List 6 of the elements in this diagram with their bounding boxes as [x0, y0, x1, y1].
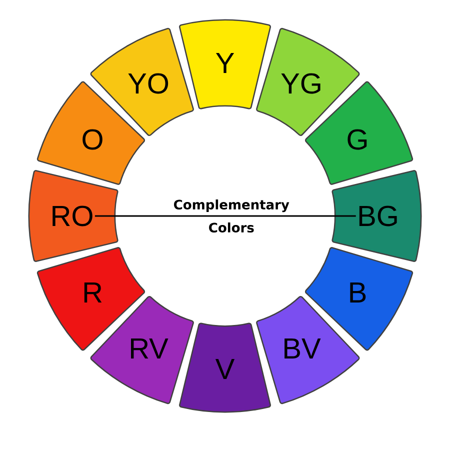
color-segment: BG [332, 170, 422, 262]
color-segment: RO [28, 170, 118, 262]
color-segment: V [179, 322, 271, 413]
edge-label: Complementary Colors [174, 199, 290, 233]
connector-line [94, 215, 356, 217]
color-segment: Y [179, 19, 271, 110]
